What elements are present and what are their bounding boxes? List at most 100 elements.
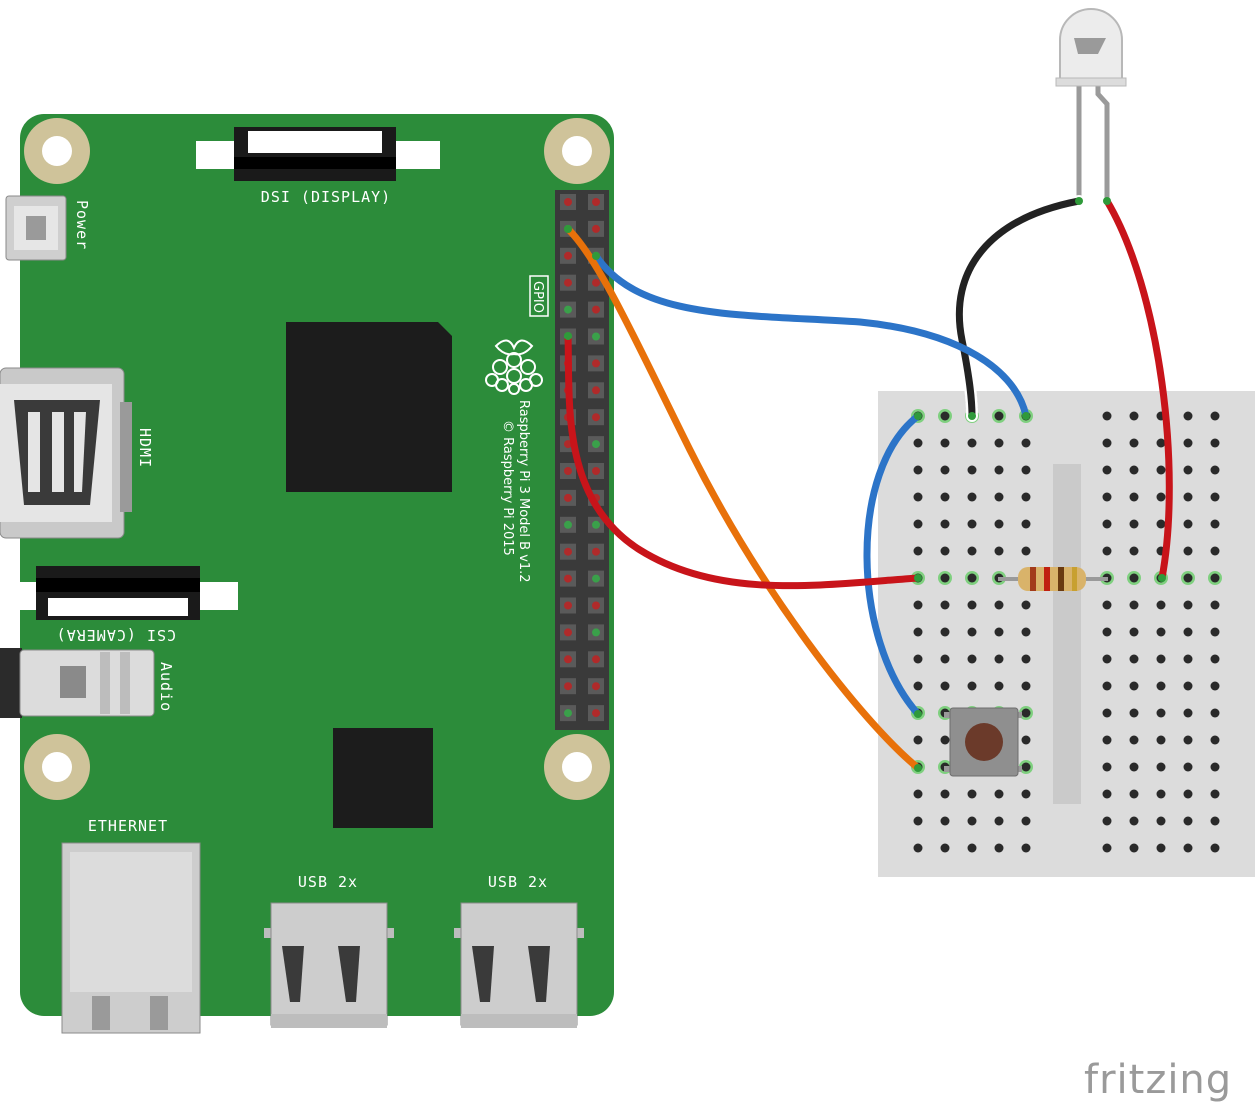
breadboard-hole [1129,573,1139,583]
breadboard-hole [1210,492,1220,502]
breadboard-hole [940,654,950,664]
breadboard-hole [1102,519,1112,529]
breadboard-hole [1156,465,1166,475]
breadboard-hole [1156,843,1166,853]
wire-red-led [1103,197,1173,582]
power-label: Power [73,200,91,250]
breadboard-hole [1183,600,1193,610]
breadboard-hole [1129,762,1139,772]
gpio-pin-dot [592,574,600,583]
gpio-pin-dot [564,682,572,691]
breadboard-hole [1021,843,1031,853]
breadboard-hole [1210,843,1220,853]
gpio-pin-dot [564,655,572,664]
breadboard-hole [1156,654,1166,664]
model-label: Raspberry Pi 3 Model B v1.2 [516,400,531,583]
breadboard-hole [1021,546,1031,556]
breadboard-hole [1021,816,1031,826]
breadboard-hole [940,681,950,691]
usb-right-label: USB 2x [488,873,548,891]
breadboard-hole [1102,438,1112,448]
breadboard-hole [1183,519,1193,529]
power-connector [5,195,67,261]
breadboard-hole [940,519,950,529]
mount-hole-bl [24,734,90,800]
breadboard-hole [1210,519,1220,529]
breadboard-hole [967,573,977,583]
gpio-header [555,190,609,730]
breadboard-hole [1156,681,1166,691]
gpio-pin-dot [564,520,572,529]
breadboard-hole [940,843,950,853]
breadboard-hole [994,492,1004,502]
breadboard-hole [1102,735,1112,745]
breadboard-hole [1102,789,1112,799]
wire-blue-top [592,252,1030,420]
copyright-label: © Raspberry Pi 2015 [500,420,515,556]
soc-chip [286,322,452,492]
usb-port-left [264,902,394,1028]
breadboard-hole [1210,411,1220,421]
breadboard-hole [1129,492,1139,502]
breadboard-hole [1102,843,1112,853]
mount-hole-tl [24,118,90,184]
breadboard-hole [1102,627,1112,637]
push-button[interactable] [944,707,1022,777]
breadboard-hole [1021,708,1031,718]
usb-controller-chip [333,728,433,828]
breadboard-hole [967,438,977,448]
audio-label: Audio [157,662,175,712]
breadboard-hole [1183,492,1193,502]
hdmi-label: HDMI [136,428,154,468]
gpio-pin-dot [592,628,600,637]
gpio-pin-dot [564,305,572,314]
breadboard-hole [1021,735,1031,745]
breadboard-hole [1102,654,1112,664]
breadboard-hole [1210,762,1220,772]
breadboard-hole [1210,438,1220,448]
breadboard-center-channel [1053,464,1081,804]
breadboard-hole [940,438,950,448]
breadboard-hole [1102,762,1112,772]
breadboard-hole [1129,654,1139,664]
breadboard-hole [1183,546,1193,556]
breadboard-hole [967,465,977,475]
breadboard-hole [994,789,1004,799]
breadboard-hole [1102,816,1112,826]
ethernet-port [61,842,201,1034]
breadboard-hole [1102,681,1112,691]
gpio-pin-dot [564,278,572,287]
breadboard-hole [1156,438,1166,448]
breadboard-hole [1183,789,1193,799]
breadboard-hole [1183,816,1193,826]
breadboard-hole [913,735,923,745]
breadboard [878,391,1255,877]
breadboard-hole [940,816,950,826]
breadboard-hole [1129,519,1139,529]
breadboard-hole [940,546,950,556]
gpio-pin-dot [592,224,600,233]
raspberry-logo-icon [485,339,543,395]
gpio-pin-dot [592,413,600,422]
csi-label: CSI (CAMERA) [56,626,176,644]
audio-jack [0,648,155,718]
gpio-pin-dot [592,709,600,718]
breadboard-hole [1129,843,1139,853]
gpio-pin-dot [592,332,600,341]
breadboard-hole [913,492,923,502]
gpio-pin-dot [564,628,572,637]
breadboard-hole [1129,438,1139,448]
gpio-pin-dot [592,386,600,395]
breadboard-hole [1102,465,1112,475]
breadboard-hole [994,843,1004,853]
breadboard-hole [1156,735,1166,745]
breadboard-hole [1129,546,1139,556]
breadboard-hole [1183,735,1193,745]
breadboard-hole [1156,600,1166,610]
gpio-pin-dot [592,682,600,691]
gpio-pin-dot [564,440,572,449]
breadboard-hole [1210,681,1220,691]
breadboard-hole [967,627,977,637]
gpio-pin-dot [592,467,600,475]
breadboard-hole [1183,411,1193,421]
